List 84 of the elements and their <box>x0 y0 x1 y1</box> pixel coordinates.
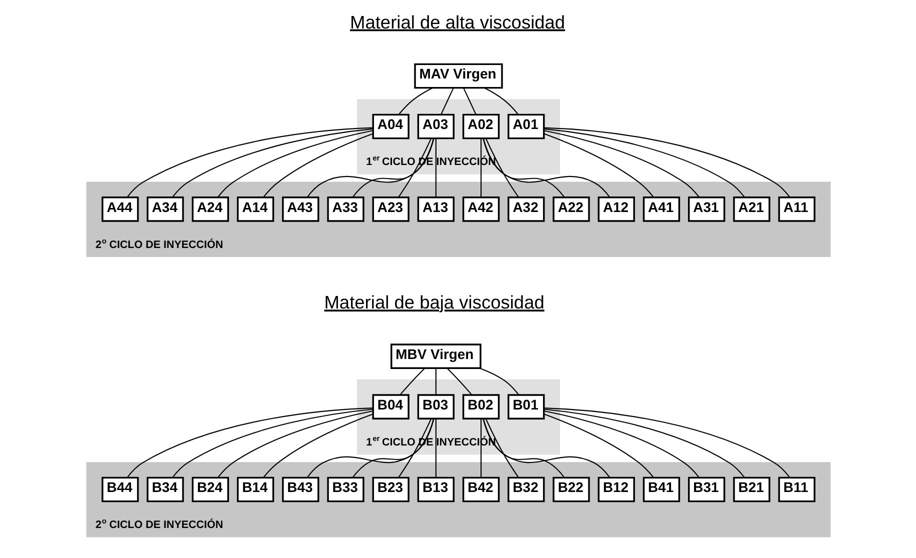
connector <box>172 128 372 198</box>
connector <box>434 368 436 395</box>
node-box: A33 <box>326 196 364 222</box>
connector <box>462 88 476 115</box>
node-box: A14 <box>236 196 274 222</box>
connector <box>543 410 699 478</box>
node-box: A32 <box>507 196 544 222</box>
label: Material de baja viscosidad <box>324 292 544 313</box>
connector <box>543 130 699 198</box>
connector <box>544 133 654 198</box>
node-box: A34 <box>146 196 184 222</box>
node-box: B23 <box>372 476 409 502</box>
connector <box>306 418 434 478</box>
connector <box>398 418 432 478</box>
connector <box>399 368 425 395</box>
connector <box>126 408 372 478</box>
connector <box>306 138 434 198</box>
node-box: A13 <box>416 196 454 222</box>
node-box: A11 <box>778 196 815 222</box>
connector <box>217 410 373 478</box>
connector <box>480 418 482 478</box>
node-box: A22 <box>552 196 590 222</box>
connector <box>217 130 373 198</box>
connector <box>484 418 518 478</box>
node-box: A24 <box>191 196 228 222</box>
node-box: B11 <box>778 476 815 502</box>
node-box: B01 <box>507 394 544 420</box>
node-box: B22 <box>552 476 590 502</box>
connector <box>482 138 610 198</box>
node-box: B31 <box>688 476 725 502</box>
connector <box>446 368 472 395</box>
node-box: B34 <box>146 476 184 502</box>
node-box: A31 <box>688 196 725 222</box>
node-box: B41 <box>642 476 680 502</box>
node-box: B04 <box>372 394 409 420</box>
node-box: B14 <box>236 476 274 502</box>
connector <box>434 418 436 478</box>
connector <box>172 408 372 478</box>
connector <box>262 414 372 478</box>
node-box: B03 <box>416 394 454 420</box>
node-box: A44 <box>101 196 138 222</box>
node-box: B44 <box>101 476 138 502</box>
node-box: B24 <box>191 476 228 502</box>
node-box: B43 <box>282 476 319 502</box>
node-box: B32 <box>507 476 544 502</box>
connector <box>544 127 790 198</box>
connector <box>440 88 454 115</box>
connector <box>398 138 432 198</box>
connector <box>544 408 744 478</box>
node-box: A43 <box>282 196 319 222</box>
connector <box>262 133 372 198</box>
connector <box>482 418 564 478</box>
node-box: A04 <box>372 114 409 140</box>
connector <box>544 414 654 478</box>
node-box: A03 <box>416 114 454 140</box>
connector <box>482 418 610 478</box>
node-box: A21 <box>732 196 770 222</box>
connector <box>126 127 372 198</box>
connector <box>434 138 436 197</box>
node-box: B12 <box>597 476 634 502</box>
connector <box>352 418 434 478</box>
node-box: B33 <box>326 476 364 502</box>
connector <box>480 138 482 197</box>
node-box: B13 <box>416 476 454 502</box>
node-box: MAV Virgen <box>414 63 502 89</box>
connector <box>484 87 518 115</box>
connector <box>352 138 434 198</box>
node-box: MBV Virgen <box>390 344 481 369</box>
connector <box>544 128 744 198</box>
node-box: A01 <box>507 114 544 140</box>
node-box: A02 <box>462 114 500 140</box>
connector <box>482 138 564 198</box>
node-box: A12 <box>597 196 634 222</box>
connector <box>479 368 519 396</box>
node-box: A23 <box>372 196 409 222</box>
connector <box>484 138 518 198</box>
node-box: B02 <box>462 394 500 420</box>
connector <box>544 408 790 478</box>
node-box: A42 <box>462 196 500 222</box>
node-box: B21 <box>732 476 770 502</box>
node-box: B42 <box>462 476 500 502</box>
label: Material de alta viscosidad <box>350 11 565 32</box>
node-box: A41 <box>642 196 680 222</box>
connector <box>398 87 432 115</box>
